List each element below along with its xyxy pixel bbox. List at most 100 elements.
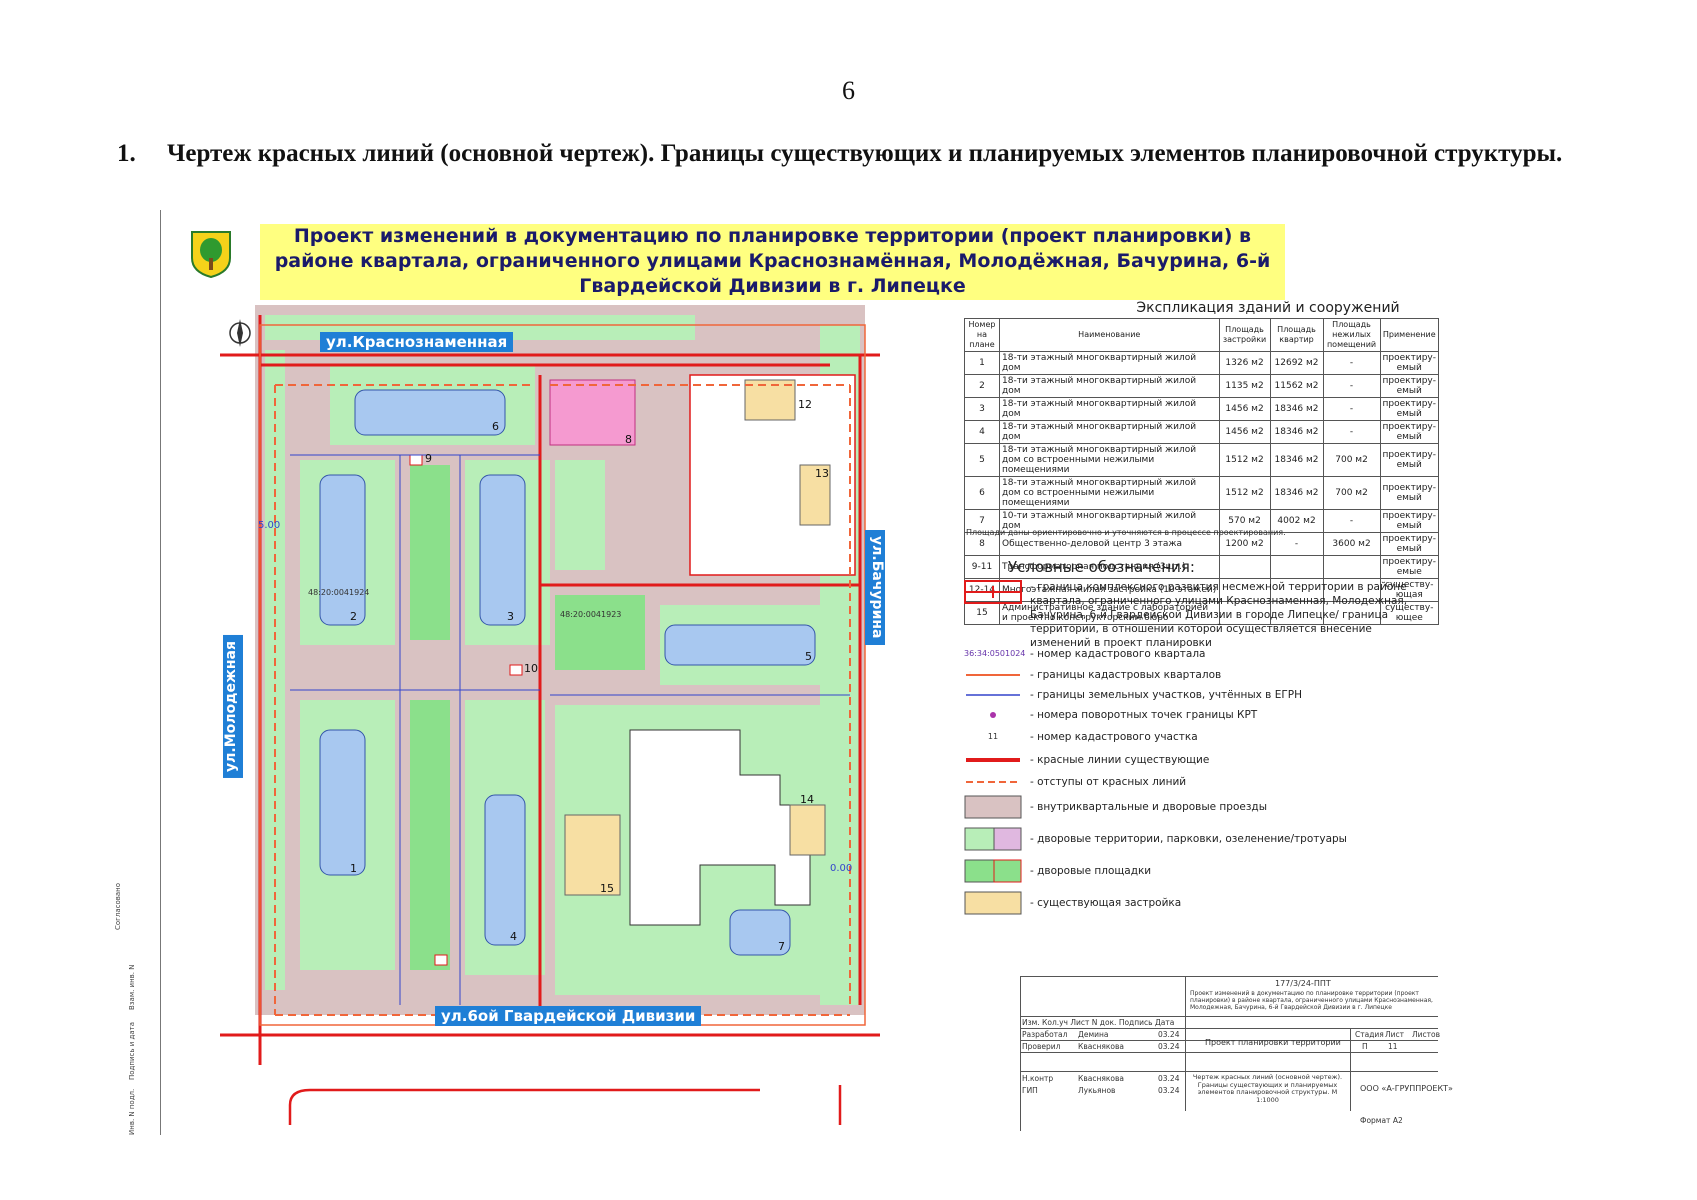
building-2 [319,474,366,626]
building-7 [729,909,791,956]
legend-item-existing: - существующая застройка [964,891,1434,919]
explication-cell-apartments: 12692 м2 [1269,351,1324,375]
green-west [265,350,285,990]
explication-cell-apartments: 11562 м2 [1269,374,1324,398]
dashed-line-icon [966,781,1020,783]
stamp-checker-name: Кваснякова [1078,1042,1125,1051]
project-banner: Проект изменений в документацию по плани… [260,224,1285,300]
cadastral-number-2: 48:20:0041923 [560,610,622,619]
explication-cell-apartments: 18346 м2 [1269,476,1324,510]
building-number-12: 12 [798,398,812,411]
yard-2 [555,595,645,670]
legend-item-krt: - граница комплексного развития несмежно… [964,580,1434,649]
legend-text-cadastral-quarter: - номер кадастрового квартала [1030,648,1206,660]
blue-line-icon [966,694,1020,696]
explication-cell-apartments: 18346 м2 [1269,397,1324,421]
title-block-border-top [1020,976,1438,977]
legend-item-cadastral-border: - границы кадастровых кварталов [964,668,1434,682]
compass-icon [229,319,251,347]
legend-item-cadastral-quarter: 36:34:0501024 - номер кадастрового кварт… [964,647,1434,661]
banner-line-1: Проект изменений в документацию по плани… [293,225,1252,247]
sheet-frame-left [160,210,161,1135]
legend-item-turn-points: - номера поворотных точек границы КРТ [964,708,1434,722]
section-heading: 1. Чертеж красных линий (основной чертеж… [117,140,1563,167]
explication-header-apartments: Площадь квартир [1269,318,1324,352]
explication-cell-apartments [1269,555,1324,579]
building-number-9: 9 [425,452,432,465]
building-number-6: 6 [492,420,499,433]
explication-cell-status: проектиру-емый [1379,397,1440,421]
explication-cell-apartments [1269,578,1324,602]
building-number-7: 7 [778,940,785,953]
legend-item-green: - дворовые территории, парковки, озелене… [964,827,1434,855]
road-fill-icon [964,795,1022,819]
explication-cell-status: проектиру-емый [1379,532,1440,556]
explication-cell-name: 18-ти этажный многоквартирный жилой дом [999,420,1220,444]
street-label-north: ул.Краснознаменная [320,332,514,352]
building-number-14: 14 [800,793,814,806]
legend-item-setbacks: - отступы от красных линий [964,775,1434,789]
legend-text-cadastral-border: - границы кадастровых кварталов [1030,669,1222,681]
legend-text-green: - дворовые территории, парковки, озелене… [1030,833,1347,845]
explication-header-built-area: Площадь застройки [1218,318,1271,352]
explication-cell-nonresidential: - [1322,374,1381,398]
building-6 [354,389,506,436]
stamp-nk-label: Н.контр [1022,1074,1054,1083]
explication-cell-number: 6 [964,476,1000,510]
explication-cell-nonresidential: - [1322,397,1381,421]
title-block-divider-2 [1350,1028,1351,1111]
stamp-developer-label: Разработал [1022,1030,1068,1039]
stamp-organization: ООО «А-ГРУППРОЕКТ» [1360,1084,1453,1093]
explication-cell-number: 7 [964,509,1000,533]
explication-cell-built-area: 1456 м2 [1218,397,1271,421]
stamp-sheets-header: Листов [1412,1030,1441,1039]
banner-line-3: Гвардейской Дивизии в г. Липецке [579,275,966,297]
yard-fill-icon [964,859,1022,883]
explication-cell-name: Общественно-деловой центр 3 этажа [999,532,1220,556]
explication-cell-apartments: 4002 м2 [1269,509,1324,533]
explication-cell-built-area: 1456 м2 [1218,420,1271,444]
stamp-columns: Изм. Кол.уч Лист N док. Подпись Дата [1022,1018,1175,1027]
explication-cell-apartments: 18346 м2 [1269,420,1324,444]
legend-title: Условные обозначения: [1008,558,1195,576]
offset-label-1: 5.00 [258,520,281,531]
green-center-a [555,460,605,570]
explication-cell-built-area: 1512 м2 [1218,443,1271,477]
building-4 [484,794,526,946]
green-fill-icon [964,827,1022,851]
building-number-13: 13 [815,467,829,480]
explication-table: Номер на плане Наименование Площадь заст… [964,318,1440,625]
stamp-drawing-title: Чертеж красных линий (основной чертеж). … [1192,1073,1343,1104]
building-14 [789,804,826,856]
explication-cell-status: проектиру-емый [1379,420,1440,444]
explication-cell-built-area [1218,601,1271,625]
cadastral-quarter-symbol: 36:34:0501024 [964,649,1026,658]
stamp-format: Формат А2 [1360,1116,1403,1125]
stamp-date-3: 03.24 [1158,1074,1180,1083]
parcel-lines [290,454,850,1005]
legend-item-red-lines: - красные линии существующие [964,753,1434,767]
legend-item-yards: - дворовые площадки [964,859,1434,887]
building-15 [564,814,621,896]
legend-text-roads: - внутриквартальные и дворовые проезды [1030,801,1267,813]
title-block-rule-3 [1020,1040,1438,1041]
explication-cell-built-area: 1512 м2 [1218,476,1271,510]
yard-3 [410,700,450,970]
explication-cell-name: 10-ти этажный многоквартирный жилой дом [999,509,1220,533]
legend-text-existing: - существующая застройка [1030,897,1182,909]
side-label-agreed: Согласовано [114,882,122,930]
building-8 [549,379,636,446]
building-number-15: 15 [600,882,614,895]
explication-cell-status: проектиру-емый [1379,351,1440,375]
explication-cell-built-area: 1135 м2 [1218,374,1271,398]
stamp-code: 177/3/24-ППТ [1275,979,1331,988]
legend-text-red-lines: - красные линии существующие [1030,754,1210,766]
